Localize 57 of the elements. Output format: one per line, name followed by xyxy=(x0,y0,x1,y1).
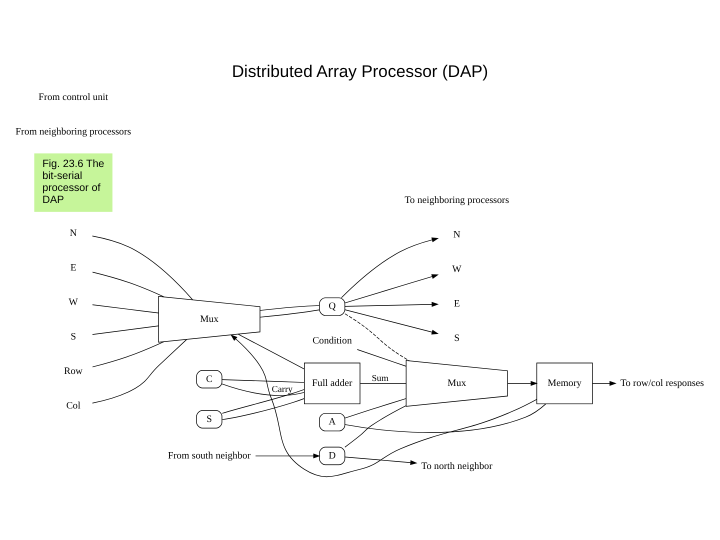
connector xyxy=(356,349,406,367)
node-text: E xyxy=(454,298,460,310)
node-box: Full adder xyxy=(304,362,360,404)
connector xyxy=(360,383,406,384)
node-text: To row/col responses xyxy=(620,378,704,389)
node-box: D xyxy=(319,446,346,466)
arrow xyxy=(344,302,439,307)
connector xyxy=(92,341,164,368)
connector xyxy=(92,339,187,404)
arrow xyxy=(507,380,538,386)
node-text: S xyxy=(454,332,460,344)
arrow xyxy=(344,309,439,334)
connector xyxy=(222,379,305,383)
node-box: Q xyxy=(319,297,346,316)
connector xyxy=(344,398,406,418)
label: From control unit xyxy=(38,92,108,104)
node-box: C xyxy=(196,370,222,388)
connector xyxy=(92,304,159,314)
connector xyxy=(222,384,305,396)
node-text: To north neighbor xyxy=(421,461,492,472)
label: From neighboring processors xyxy=(16,126,132,138)
diagram-title: Distributed Array Processor (DAP) xyxy=(232,62,488,82)
node-text: Row xyxy=(64,366,83,378)
connector xyxy=(260,310,320,318)
connector xyxy=(238,334,305,370)
connector xyxy=(92,236,193,300)
connector xyxy=(344,313,410,362)
node-text: W xyxy=(452,264,462,275)
node-text: From south neighbor xyxy=(168,450,251,462)
node-text: S xyxy=(70,332,76,343)
connector xyxy=(344,405,406,448)
arrow xyxy=(344,274,439,304)
node-text: Col xyxy=(66,400,80,412)
node-text: N xyxy=(453,229,460,240)
arrow xyxy=(592,380,617,386)
node-text: Condition xyxy=(312,336,352,347)
label: To neighboring processors xyxy=(404,194,510,206)
node-text: N xyxy=(70,228,77,239)
edge-label: Carry xyxy=(272,384,293,394)
node-text: E xyxy=(70,262,76,274)
node-box: Mux xyxy=(406,360,508,407)
node-text: W xyxy=(68,297,78,308)
node-box: Memory xyxy=(536,362,593,404)
connector xyxy=(344,404,546,433)
node-box: S xyxy=(196,410,222,428)
arrow xyxy=(341,237,439,298)
arrow xyxy=(344,456,418,466)
connector xyxy=(222,398,305,420)
edge-label: Sum xyxy=(372,372,388,383)
connector xyxy=(222,389,305,414)
node-box: A xyxy=(319,412,346,432)
node-box: Fig. 23.6 The bit-serial processor of DAP xyxy=(34,153,112,212)
arrow xyxy=(255,453,320,458)
connector xyxy=(260,305,320,311)
arrow xyxy=(230,334,537,478)
connector xyxy=(92,272,164,298)
connector xyxy=(92,326,159,335)
